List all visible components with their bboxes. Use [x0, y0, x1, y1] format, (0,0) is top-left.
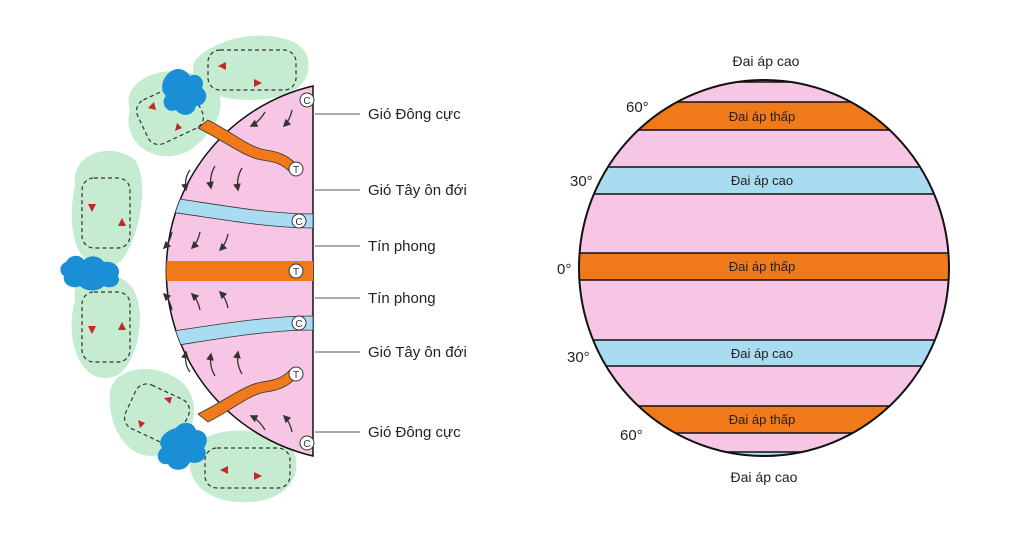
wind-label-trade-winds-south: Tín phong [368, 290, 436, 307]
wind-arrow [218, 290, 229, 309]
band-30n-high [579, 166, 949, 195]
wind-label-trade-winds-north: Tín phong [368, 238, 436, 255]
cell-markers: C T C T C T C [288, 92, 315, 451]
cell-marker: C [291, 213, 307, 229]
wind-arrow [206, 352, 216, 377]
loop-arrow [218, 62, 226, 70]
loop-arrow [175, 123, 182, 131]
wind-leaders [315, 113, 360, 433]
band-equator-low [579, 252, 949, 281]
latitude-label-60s: 60° [620, 427, 643, 444]
wind-arrow [190, 292, 201, 311]
loop-arrow [118, 322, 126, 330]
band-polar-high-north [719, 80, 811, 83]
svg-text:C: C [303, 439, 310, 450]
svg-text:C: C [295, 217, 302, 228]
circulation-cell-north-polar [193, 35, 309, 100]
circulation-half-globe: C T C T C T C [60, 35, 467, 503]
polar-high-label-north: Đai áp cao [733, 53, 800, 69]
wind-arrow [162, 292, 173, 311]
loop-arrow [118, 218, 126, 226]
globe-bands [579, 80, 949, 456]
wind-arrow [233, 167, 243, 192]
loop-arrow [88, 326, 96, 334]
pressure-belt-globe: Đai áp thấp Đai áp cao Đai áp thấp Đai á… [557, 53, 950, 485]
cell-marker: T [288, 366, 304, 382]
latitude-label-30s: 30° [567, 349, 590, 366]
svg-text:C: C [303, 96, 310, 107]
band-30s-high [579, 339, 949, 367]
loop-arrow [148, 102, 156, 110]
wind-arrow [181, 350, 191, 373]
loop-south-polar [204, 447, 291, 489]
latitude-label-30n: 30° [570, 173, 593, 190]
cloud-icon-equator [60, 255, 120, 291]
cell-marker: C [299, 92, 315, 108]
latitude-label-equator: 0° [557, 261, 571, 278]
cell-marker: T [288, 161, 304, 177]
equator-low-band [166, 261, 313, 281]
svg-text:C: C [295, 319, 302, 330]
wind-arrows [162, 109, 293, 433]
wind-label-westerlies-south: Gió Tây ôn đới [368, 344, 467, 361]
wind-arrow [190, 231, 201, 250]
circulation-cell-south-mid [71, 273, 140, 379]
polar-high-label-south: Đai áp cao [731, 469, 798, 485]
wind-arrow [249, 111, 266, 127]
globe-outline [578, 79, 950, 457]
wind-arrow [181, 169, 191, 192]
belt-label-30s: Đai áp cao [731, 346, 793, 361]
cloud-icons [60, 69, 207, 470]
belt-label-60s: Đai áp thấp [729, 412, 796, 427]
wind-arrow [206, 165, 216, 190]
cell-marker: C [291, 315, 307, 331]
cell-marker: T [288, 263, 304, 279]
half-globe-bands [166, 191, 313, 354]
wind-label-polar-easterlies-south: Gió Đông cực [368, 424, 461, 441]
wind-arrow [249, 415, 266, 431]
loop-north-mid [81, 177, 131, 249]
wind-label-polar-easterlies-north: Gió Đông cực [368, 106, 461, 123]
wind-arrow [282, 109, 293, 128]
belt-label-30n: Đai áp cao [731, 173, 793, 188]
loop-arrow [164, 397, 172, 404]
wind-arrow [162, 231, 173, 250]
svg-text:T: T [293, 370, 299, 381]
belt-label-equator: Đai áp thấp [729, 259, 796, 274]
loop-arrow [220, 466, 228, 474]
latitude-label-60n: 60° [626, 99, 649, 116]
belt-label-60n: Đai áp thấp [729, 109, 796, 124]
loop-arrowheads [88, 62, 262, 480]
cloud-icon-south [157, 422, 207, 470]
cell-marker: C [299, 435, 315, 451]
loop-arrow [254, 472, 262, 480]
loop-arrow [88, 204, 96, 212]
loop-south-mid [81, 291, 131, 363]
loop-north-polar [207, 49, 297, 91]
cloud-icon-north [162, 69, 207, 115]
loop-arrow [254, 79, 262, 87]
wind-arrow [233, 350, 243, 375]
wind-arrow [282, 414, 293, 433]
svg-text:T: T [293, 267, 299, 278]
wind-arrow [218, 233, 229, 252]
svg-text:T: T [293, 165, 299, 176]
wind-label-westerlies-north: Gió Tây ôn đới [368, 182, 467, 199]
loop-arrow [138, 420, 145, 428]
circulation-cells [71, 35, 309, 503]
